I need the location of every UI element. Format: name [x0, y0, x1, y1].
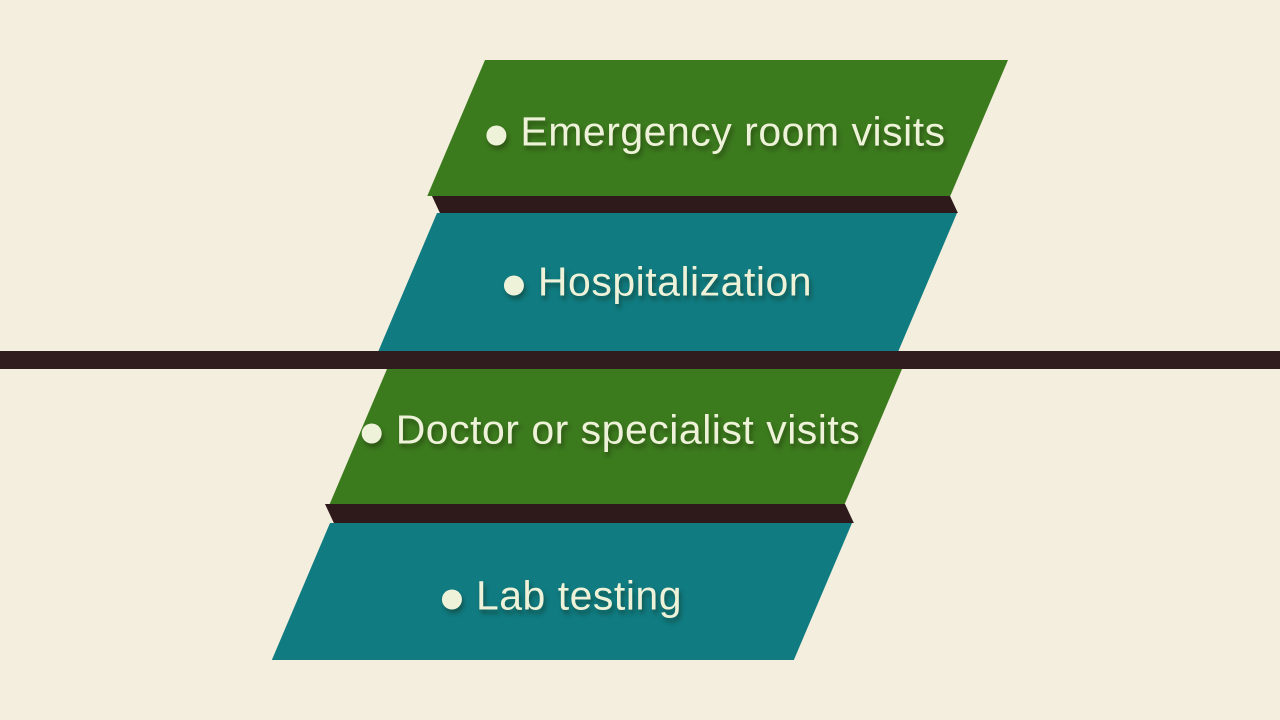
bullet-icon: [503, 275, 524, 295]
list-item-3: Doctor or specialist visits: [361, 406, 861, 454]
bullet-icon: [361, 423, 382, 443]
list-item-shadow-1: [432, 196, 958, 213]
list-item-label: Emergency room visits: [520, 108, 946, 155]
list-item-label: Lab testing: [475, 572, 683, 619]
list-item-label: Hospitalization: [537, 258, 813, 305]
list-item-1: Emergency room visits: [486, 109, 945, 156]
list-item-4: Lab testing: [441, 572, 683, 620]
list-item-2: Hospitalization: [503, 258, 813, 306]
bullet-icon: [441, 589, 462, 609]
divider-stripe: [0, 351, 1280, 369]
list-item-label: Doctor or specialist visits: [395, 406, 861, 453]
list-item-shadow-3: [325, 504, 854, 523]
bullet-icon: [486, 125, 507, 145]
